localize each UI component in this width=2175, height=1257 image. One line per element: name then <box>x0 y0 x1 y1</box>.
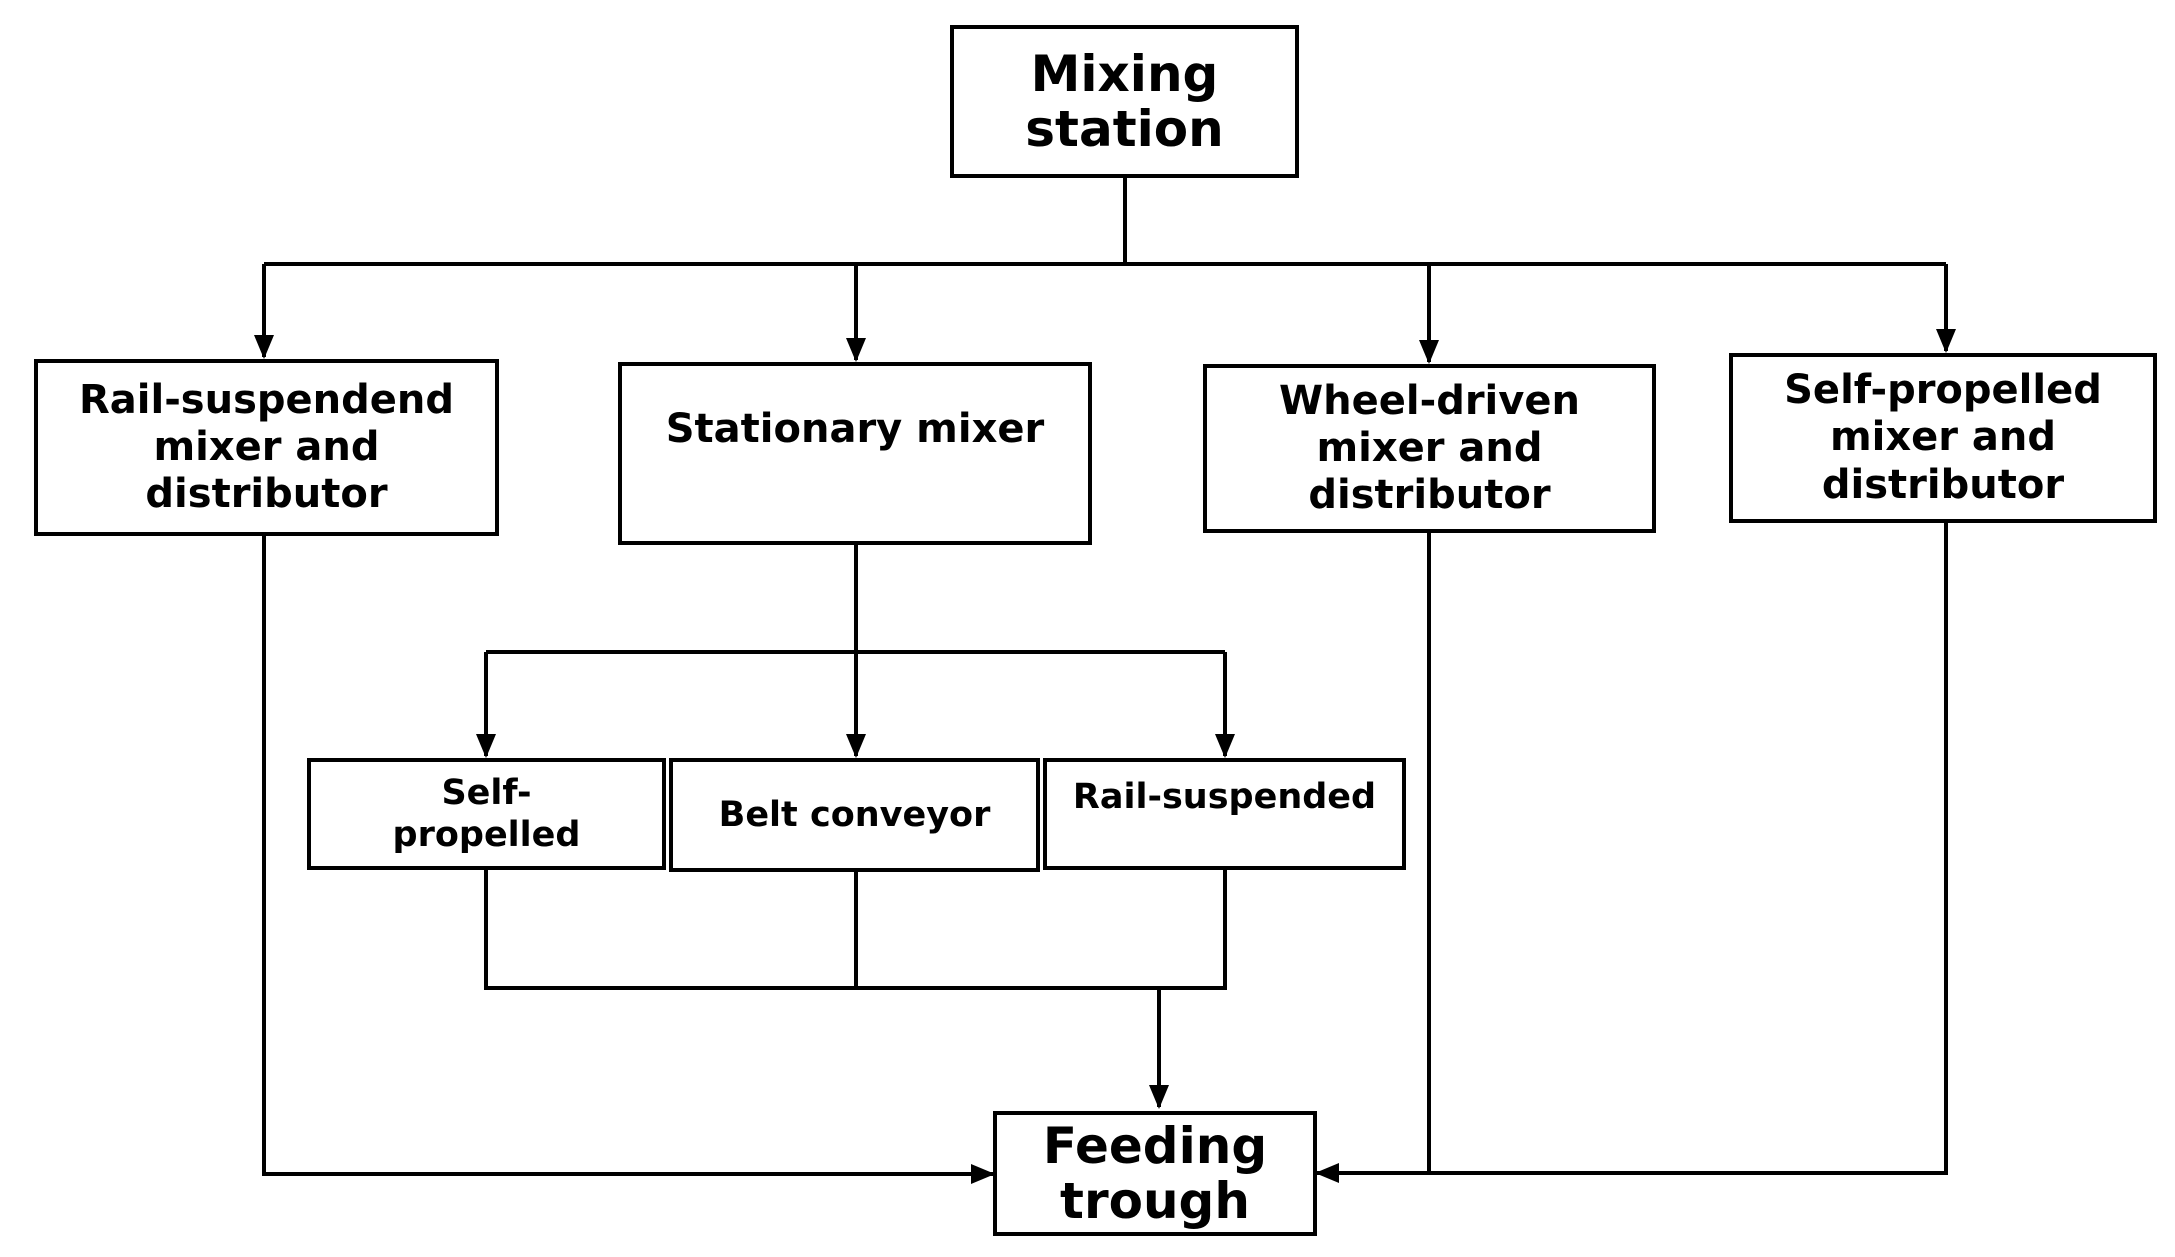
node-mixing-station: Mixing station <box>950 25 1299 178</box>
edge-self-propelled-to-trough <box>1429 523 1948 1175</box>
node-stationary-mixer: Stationary mixer <box>618 362 1092 545</box>
node-belt-conveyor: Belt conveyor <box>669 758 1040 872</box>
node-rail-suspendend-mixer: Rail-suspendend mixer and distributor <box>34 359 499 536</box>
node-wheel-driven-mixer: Wheel-driven mixer and distributor <box>1203 364 1656 533</box>
node-feeding-trough: Feeding trough <box>993 1111 1317 1236</box>
node-rail-suspended: Rail-suspended <box>1043 758 1406 870</box>
edge-rail-suspendend-to-trough <box>262 536 995 1184</box>
node-self-propelled: Self- propelled <box>307 758 666 870</box>
node-self-propelled-mixer: Self-propelled mixer and distributor <box>1729 353 2157 523</box>
